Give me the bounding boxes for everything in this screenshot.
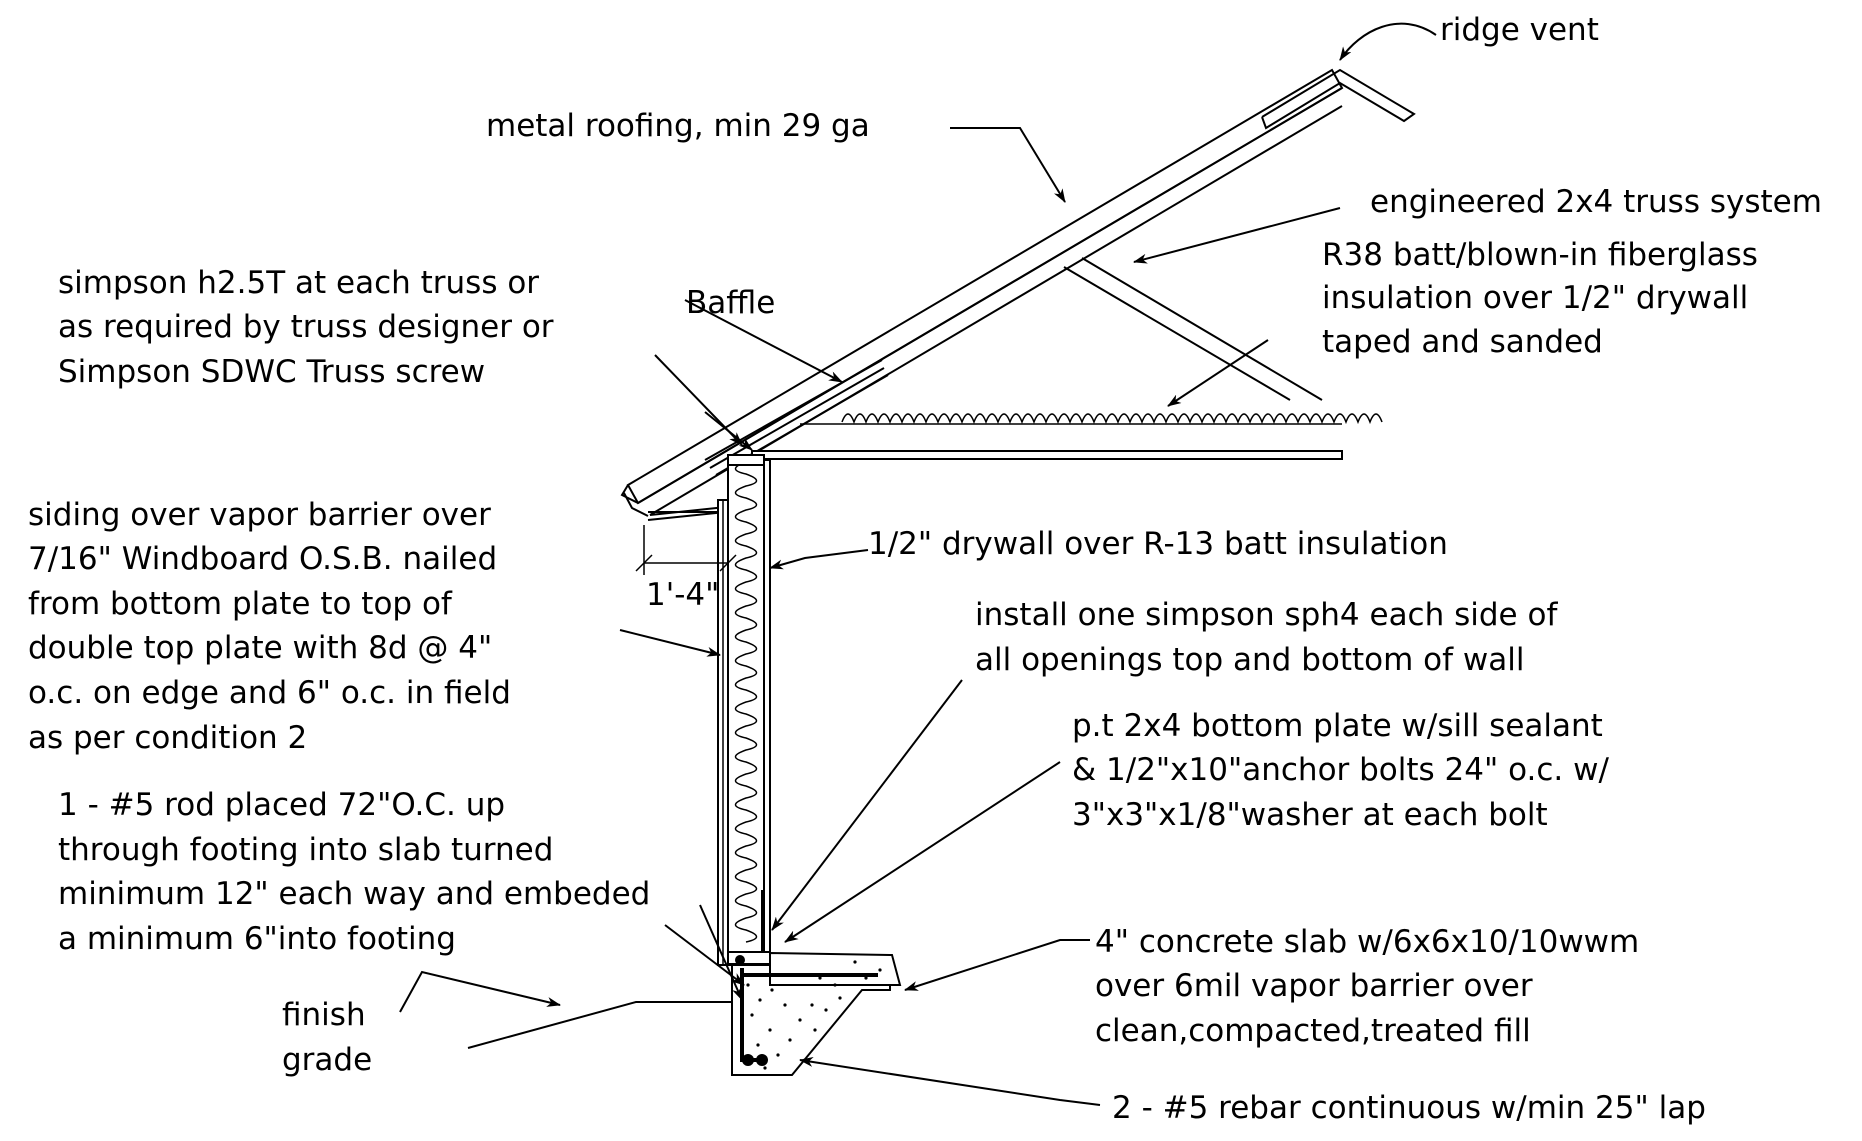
label-rod-1: 1 - #5 rod placed 72"O.C. up	[58, 787, 505, 823]
double-top-plate	[727, 454, 765, 466]
wall-batt-insulation	[734, 461, 758, 943]
label-bottom-plate-1: p.t 2x4 bottom plate w/sill sealant	[1072, 708, 1603, 744]
label-simpson-1: simpson h2.5T at each truss or	[58, 265, 539, 301]
truss-web	[1063, 266, 1291, 401]
label-slab-3: clean,compacted,treated fill	[1095, 1013, 1531, 1049]
leader-lines	[399, 22, 1437, 1106]
label-siding-1: siding over vapor barrier over	[28, 497, 491, 533]
label-rod-4: a minimum 6"into footing	[58, 921, 456, 957]
label-metal-roofing: metal roofing, min 29 ga	[486, 108, 870, 144]
rebar-continuous	[742, 1054, 754, 1066]
label-drywall-wall: 1/2" drywall over R-13 batt insulation	[868, 526, 1448, 562]
baffle	[704, 359, 883, 461]
foundation	[467, 951, 902, 1076]
wall-assembly	[717, 454, 771, 966]
label-siding-6: as per condition 2	[28, 720, 307, 756]
finish-grade-line	[467, 1001, 732, 1049]
label-rod-2: through footing into slab turned	[58, 832, 553, 868]
label-simpson-3: Simpson SDWC Truss screw	[58, 354, 485, 390]
wall-drywall	[763, 459, 771, 966]
label-rebar: 2 - #5 rebar continuous w/min 25" lap	[1112, 1090, 1706, 1126]
labels: ridge vent metal roofing, min 29 ga engi…	[28, 12, 1822, 1126]
label-truss-system: engineered 2x4 truss system	[1370, 184, 1822, 220]
label-insulation-2: insulation over 1/2" drywall	[1322, 280, 1748, 316]
label-finish-grade-2: grade	[282, 1042, 372, 1078]
label-insulation-3: taped and sanded	[1322, 324, 1603, 360]
ridge-vent	[1261, 68, 1416, 130]
label-finish-grade-1: finish	[282, 997, 366, 1033]
attic-insulation	[841, 413, 1383, 425]
label-baffle: Baffle	[686, 285, 775, 321]
label-ridge-vent: ridge vent	[1440, 12, 1599, 48]
ceiling-drywall	[751, 450, 1343, 460]
label-rod-3: minimum 12" each way and embeded	[58, 876, 650, 912]
label-siding-5: o.c. on edge and 6" o.c. in field	[28, 675, 511, 711]
overhang-dim-label: 1'-4"	[646, 577, 719, 613]
label-bottom-plate-3: 3"x3"x1/8"washer at each bolt	[1072, 797, 1548, 833]
overhang-dimension: 1'-4"	[635, 525, 737, 613]
label-sph4-1: install one simpson sph4 each side of	[975, 597, 1558, 633]
label-sph4-2: all openings top and bottom of wall	[975, 642, 1525, 678]
label-insulation-1: R38 batt/blown-in fiberglass	[1322, 237, 1758, 273]
label-siding-2: 7/16" Windboard O.S.B. nailed	[28, 541, 497, 577]
bottom-plate	[727, 951, 771, 965]
label-bottom-plate-2: & 1/2"x10"anchor bolts 24" o.c. w/	[1072, 752, 1609, 788]
label-simpson-2: as required by truss designer or	[58, 309, 554, 345]
label-slab-1: 4" concrete slab w/6x6x10/10wwm	[1095, 924, 1639, 960]
label-siding-4: double top plate with 8d @ 4"	[28, 630, 492, 666]
label-slab-2: over 6mil vapor barrier over	[1095, 968, 1533, 1004]
wall-stud-cavity	[727, 459, 765, 966]
label-siding-3: from bottom plate to top of	[28, 586, 453, 622]
